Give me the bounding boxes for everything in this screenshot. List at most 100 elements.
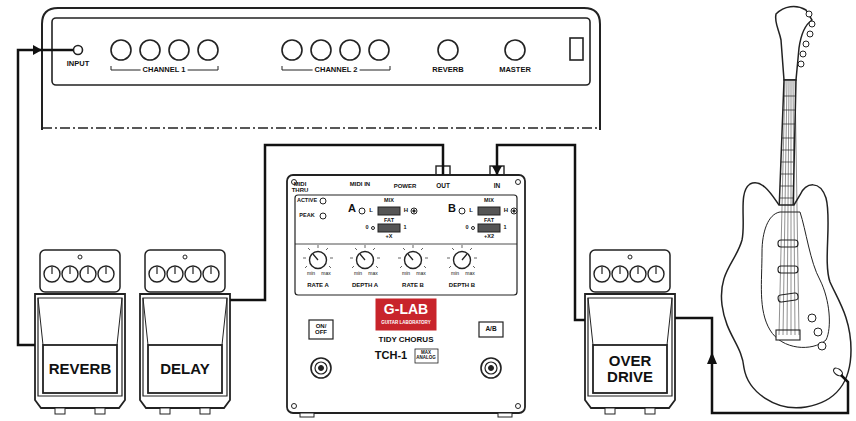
chorus-unit-drawing-part-part <box>398 245 428 268</box>
chorus-unit-drawing-part-part <box>303 245 333 268</box>
node-label: MAX ANALOG <box>415 351 437 360</box>
guitar-cable <box>675 318 848 413</box>
amplifier-drawing-part-part <box>311 40 331 60</box>
amplifier-drawing-part-part <box>570 38 583 60</box>
guitar-drawing-part-part <box>778 293 799 303</box>
amplifier-drawing-part-part <box>340 40 360 60</box>
amplifier-drawing-part <box>42 127 600 128</box>
guitar-drawing-part <box>808 314 826 350</box>
node-label: MIX <box>484 198 494 204</box>
node-label: 1 <box>403 225 406 231</box>
node-label: max <box>416 271 425 276</box>
arrow-head <box>33 45 42 55</box>
signal-cable <box>497 145 585 320</box>
guitar-drawing-part-part <box>803 41 809 47</box>
node-label: MASTER <box>499 66 531 74</box>
node-label: MIDI THRU <box>289 181 311 193</box>
amplifier-drawing-part-part <box>369 40 389 60</box>
amplifier-drawing-part <box>74 46 83 55</box>
chorus-unit-drawing-part <box>516 404 521 409</box>
reverb-pedal-drawing <box>35 250 125 414</box>
node-label: L <box>369 207 373 213</box>
node-label: H <box>404 207 408 213</box>
node-label: DEPTH B <box>449 282 475 288</box>
node-label: POWER <box>394 183 417 189</box>
chorus-unit-drawing-part <box>311 358 331 378</box>
guitar-drawing-part <box>798 11 815 67</box>
node-label: min <box>307 271 315 276</box>
chorus-unit-drawing-part <box>478 224 500 232</box>
guitar-drawing-part-part <box>779 80 799 335</box>
node-label: REVERB <box>43 345 117 393</box>
node-label: RATE A <box>307 282 329 288</box>
guitar-drawing-part-part <box>814 328 822 336</box>
node-label: L <box>469 207 473 213</box>
chorus-unit-drawing-part <box>378 207 400 215</box>
chorus-unit-drawing-part <box>378 224 400 232</box>
delay-pedal: DELAY <box>140 250 230 415</box>
node-label: FAT <box>384 218 394 224</box>
amplifier-drawing-part <box>52 18 590 85</box>
node-label: IN <box>494 183 501 190</box>
node-label: MIDI IN <box>349 181 371 187</box>
chorus-unit-drawing-part <box>372 227 375 230</box>
chorus-unit-drawing-part <box>313 254 467 260</box>
node-label: min <box>354 271 362 276</box>
node-label: min <box>451 271 459 276</box>
chorus-unit-drawing-part <box>287 175 525 413</box>
chorus-unit-drawing-part <box>315 362 327 374</box>
amplifier-drawing-part-part <box>198 40 218 60</box>
guitar-drawing-part-part <box>808 314 816 322</box>
node-label: 1 <box>503 225 506 231</box>
chorus-unit-drawing-part <box>479 322 503 337</box>
guitar-drawing-part-part <box>818 342 826 350</box>
amplifier-drawing-part-part <box>169 40 189 60</box>
node-label: ACTIVE <box>297 198 317 204</box>
node-label: RATE B <box>402 282 424 288</box>
chorus-unit-drawing-part <box>511 208 517 214</box>
chorus-unit-drawing-part <box>295 195 517 295</box>
guitar-drawing <box>721 7 851 408</box>
amplifier: INPUTCHANNEL 1CHANNEL 2REVERBMASTER <box>42 8 600 130</box>
guitar-drawing-part <box>776 7 812 80</box>
chorus-unit-drawing-part <box>300 413 314 417</box>
node-label: FAT <box>484 218 494 224</box>
chorus-unit-drawing-part <box>303 245 477 268</box>
node-label: TIDY CHORUS <box>379 336 434 344</box>
amplifier-drawing-part-part <box>140 40 160 60</box>
chorus-unit-drawing-part <box>516 180 521 185</box>
chorus-unit-drawing-part <box>415 349 438 363</box>
reverb-pedal: REVERB <box>35 250 125 415</box>
chorus-unit-drawing-part <box>478 207 500 215</box>
overdrive-pedal: OVER DRIVE <box>585 250 675 415</box>
guitar-drawing-part <box>721 183 851 408</box>
node-label: +X2 <box>484 234 494 240</box>
node-label: 0 <box>465 225 468 231</box>
chorus-unit-drawing-part <box>295 244 517 245</box>
guitar-drawing-part-part <box>806 11 812 17</box>
node-label: TCH-1 <box>375 350 407 361</box>
node-label: MIX <box>384 198 394 204</box>
guitar-drawing-part <box>779 80 799 335</box>
node-label: max <box>321 271 330 276</box>
node-label: 0 <box>365 225 368 231</box>
chorus-unit-drawing-part <box>320 213 326 219</box>
chorus-unit: MIDI THRUMIDI INPOWEROUTINACTIVEPEAKAMIX… <box>287 175 525 413</box>
guitar-drawing-part <box>776 240 800 340</box>
node-label: +X <box>386 234 393 240</box>
amplifier-drawing-part-part <box>438 40 458 60</box>
node-label: ON/ OFF <box>310 323 332 335</box>
amplifier-drawing-part-part <box>505 40 525 60</box>
node-label: min <box>402 271 410 276</box>
chorus-unit-drawing-part <box>319 366 324 371</box>
node-label: DEPTH A <box>352 282 378 288</box>
chorus-unit-drawing-part-part <box>350 245 380 268</box>
amplifier-drawing-part-part <box>111 40 131 60</box>
amplifier-drawing-part-part <box>282 40 302 60</box>
signal-cable <box>230 145 443 300</box>
chorus-unit-drawing-part <box>309 320 333 339</box>
node-label: INPUT <box>67 60 90 68</box>
delay-pedal-drawing <box>140 250 230 414</box>
guitar-drawing-part-part <box>776 330 800 340</box>
chorus-unit-drawing-part <box>489 366 494 371</box>
